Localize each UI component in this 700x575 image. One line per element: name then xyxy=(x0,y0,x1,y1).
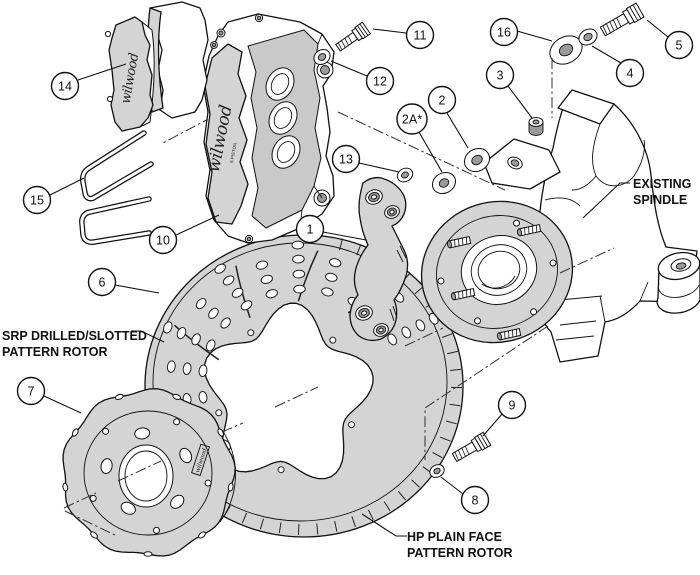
washer-13 xyxy=(396,167,414,183)
pad-retainer-clips xyxy=(79,130,154,245)
washer-8 xyxy=(429,464,445,478)
wheel-stud xyxy=(446,235,472,249)
callout-11: 11 xyxy=(405,20,435,50)
svg-text:7: 7 xyxy=(28,385,35,399)
caliper-sub-text: 6 PISTON xyxy=(229,142,238,163)
callout-6: 6 xyxy=(87,267,117,297)
label-hp-rotor: HP PLAIN FACE PATTERN ROTOR xyxy=(407,530,513,560)
washer-16 xyxy=(549,35,583,65)
svg-text:10: 10 xyxy=(156,234,170,248)
bolt-9 xyxy=(451,431,492,463)
label-srp-rotor: SRP DRILLED/SLOTTED PATTERN ROTOR xyxy=(2,329,147,359)
svg-text:9: 9 xyxy=(509,399,516,413)
svg-text:2A*: 2A* xyxy=(402,113,422,127)
svg-text:6: 6 xyxy=(99,276,106,290)
callout-12: 12 xyxy=(365,66,395,96)
svg-text:16: 16 xyxy=(497,26,511,40)
hub-assembly xyxy=(420,200,574,344)
svg-text:EXISTING: EXISTING xyxy=(633,177,691,191)
svg-text:8: 8 xyxy=(472,494,479,508)
hub-flange-holes xyxy=(437,219,557,325)
wheel-stud xyxy=(450,287,476,301)
svg-text:SPINDLE: SPINDLE xyxy=(633,193,687,207)
washer-2a xyxy=(431,171,457,195)
svg-text:2: 2 xyxy=(439,94,446,108)
svg-text:4: 4 xyxy=(627,67,634,81)
svg-text:HP PLAIN FACE: HP PLAIN FACE xyxy=(407,530,502,544)
callout-16: 16 xyxy=(489,17,519,47)
washer-12 xyxy=(313,48,331,66)
washer-2 xyxy=(463,147,491,173)
centerlines-over xyxy=(63,58,615,537)
svg-text:5: 5 xyxy=(676,39,683,53)
svg-text:1: 1 xyxy=(307,223,314,237)
rotor-center-cutout xyxy=(203,302,374,480)
wheel-stud xyxy=(516,223,542,237)
callout-9: 9 xyxy=(497,390,527,420)
callout-3: 3 xyxy=(485,60,515,90)
svg-text:PATTERN ROTOR: PATTERN ROTOR xyxy=(407,546,513,560)
callout-10: 10 xyxy=(148,225,178,255)
bolt-11 xyxy=(335,21,372,52)
rotor-hat: wilwood xyxy=(62,388,236,557)
wheel-stud xyxy=(496,327,522,341)
annotations: 14 15 10 6 7 11 12 13 xyxy=(2,17,694,560)
svg-text:14: 14 xyxy=(58,80,72,94)
callout-8: 8 xyxy=(460,485,490,515)
callout-2: 2 xyxy=(427,85,457,115)
fasteners-and-washers xyxy=(313,2,645,478)
bolt-5 xyxy=(599,2,645,37)
spacer-3 xyxy=(528,117,544,136)
callout-5: 5 xyxy=(664,30,694,60)
callout-1: 1 xyxy=(295,214,325,244)
callout-14: 14 xyxy=(50,71,80,101)
callout-7: 7 xyxy=(16,376,46,406)
caliper: wilwood 6 PISTON xyxy=(202,13,335,244)
hat-holes xyxy=(62,393,234,557)
callout-2a: 2A* xyxy=(396,103,428,135)
callout-15: 15 xyxy=(22,185,52,215)
label-existing-spindle: EXISTING SPINDLE xyxy=(633,177,691,207)
callout-13: 13 xyxy=(331,144,361,174)
callout-4: 4 xyxy=(615,58,645,88)
caliper-mount-bracket xyxy=(349,176,409,342)
svg-text:12: 12 xyxy=(373,75,387,89)
washer-4 xyxy=(578,28,598,46)
svg-text:3: 3 xyxy=(497,69,504,83)
brake-pads: wilwood xyxy=(104,1,209,132)
svg-text:15: 15 xyxy=(30,194,44,208)
svg-text:PATTERN ROTOR: PATTERN ROTOR xyxy=(2,345,108,359)
svg-text:SRP DRILLED/SLOTTED: SRP DRILLED/SLOTTED xyxy=(2,329,147,343)
svg-text:11: 11 xyxy=(414,29,427,43)
svg-text:13: 13 xyxy=(339,153,353,167)
existing-spindle xyxy=(483,89,700,363)
